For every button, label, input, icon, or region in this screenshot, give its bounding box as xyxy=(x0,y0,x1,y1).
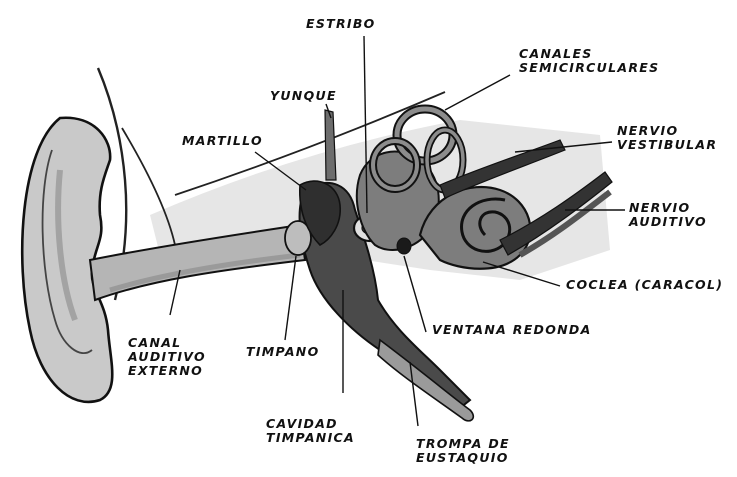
leader-canales xyxy=(445,75,510,110)
round-window xyxy=(397,238,411,254)
label-nervio-auditivo: NERVIO AUDITIVO xyxy=(629,201,707,229)
label-nervio-vestibular: NERVIO VESTIBULAR xyxy=(617,124,717,152)
leader-timpano xyxy=(285,256,296,340)
label-yunque: YUNQUE xyxy=(270,89,337,103)
label-cavidad-timpanica: CAVIDAD TIMPANICA xyxy=(266,417,355,445)
incus xyxy=(325,110,336,180)
label-timpano: TIMPANO xyxy=(246,345,320,359)
label-martillo: MARTILLO xyxy=(182,134,263,148)
label-ventana-redonda: VENTANA REDONDA xyxy=(432,323,592,337)
label-trompa-de-eustaquio: TROMPA DE EUSTAQUIO xyxy=(416,437,510,465)
label-canal-auditivo-externo: CANAL AUDITIVO EXTERNO xyxy=(128,336,206,378)
label-canales-semicirculares: CANALES SEMICIRCULARES xyxy=(519,47,659,75)
eustachian-tube xyxy=(378,340,473,421)
label-coclea: COCLEA (CARACOL) xyxy=(566,278,723,292)
label-estribo: ESTRIBO xyxy=(306,17,376,31)
